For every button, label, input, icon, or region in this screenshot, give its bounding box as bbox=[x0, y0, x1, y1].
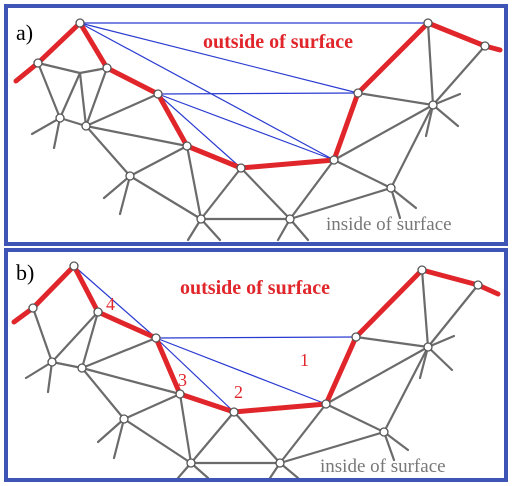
panel-label: b) bbox=[16, 260, 34, 285]
inside-label: inside of surface bbox=[326, 214, 452, 235]
surface-boundary bbox=[11, 263, 501, 415]
inside-label: inside of surface bbox=[320, 456, 446, 477]
diagonal-edges bbox=[79, 22, 428, 169]
outside-label: outside of surface bbox=[203, 31, 353, 53]
triangle-number-1: 1 bbox=[300, 350, 309, 370]
triangle-number-4: 4 bbox=[106, 294, 115, 314]
outside-label: outside of surface bbox=[180, 277, 330, 299]
triangle-number-2: 2 bbox=[234, 382, 243, 402]
mesh-nodes bbox=[28, 261, 483, 468]
panel-a: a) outside of surface inside of surface bbox=[4, 4, 508, 246]
mesh-nodes bbox=[33, 18, 490, 224]
surface-boundary bbox=[13, 20, 503, 171]
diagonal-edges bbox=[73, 265, 357, 413]
panel-b: b) outside of surface inside of surface … bbox=[4, 248, 508, 482]
panel-b-diagram: b) outside of surface inside of surface … bbox=[11, 260, 501, 478]
panel-label: a) bbox=[16, 20, 33, 45]
triangle-number-3: 3 bbox=[178, 370, 187, 390]
panel-a-diagram: a) outside of surface inside of surface bbox=[13, 18, 503, 242]
